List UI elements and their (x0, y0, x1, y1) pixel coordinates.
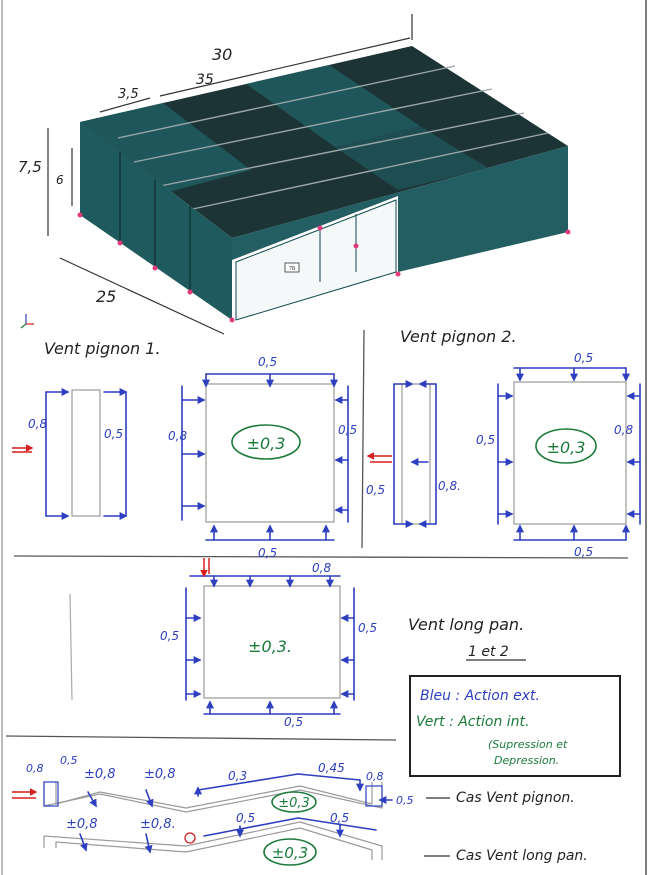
structure-3d-view: 78 7,5 6 25 30 35 3,5 (18, 14, 571, 335)
gable-1-plan-top-value: 0,5 (258, 355, 277, 369)
long-wall (232, 146, 568, 272)
dim-eave: 6 (56, 173, 64, 187)
long-plan-bottom-value: 0,5 (284, 715, 303, 729)
model-tag-text: 78 (289, 266, 295, 272)
gable-case-val-8: 0,5 (396, 794, 414, 807)
long-plan-right-value: 0,5 (358, 621, 377, 635)
gable-2-interior-value: ±0,3 (547, 438, 586, 457)
gable-case-val-1: 0,8 (26, 762, 44, 775)
gable-2-plan-right-value: 0,8 (614, 423, 633, 437)
long-pan-subtitle: 1 et 2 (468, 644, 509, 660)
section-long-case: ±0,8 ±0,8. 0,5 0,5 ±0,3 Cas Vent long pa… (43, 811, 588, 866)
dim-width: 25 (96, 287, 116, 306)
long-case-val-2: ±0,8. (140, 817, 176, 832)
gable-1-title: Vent pignon 1. (44, 339, 161, 358)
gable-2-section-right-value: 0,8. (438, 479, 461, 493)
long-plan-top-value: 0,8 (312, 561, 331, 575)
model-tag (284, 262, 300, 273)
gable-1-section-left-value: 0,8 (28, 417, 47, 431)
gable-1-plan-right-value: 0,5 (338, 423, 357, 437)
gable-2-panel: Vent pignon 2. 0,5 0,8. 0,5 0,5 0,8 (366, 327, 641, 559)
dim-length-2: 35 (196, 72, 214, 88)
long-case-label: Cas Vent long pan. (456, 848, 588, 864)
gable-2-plan-left-value: 0,5 (476, 433, 495, 447)
long-plan-left-value: 0,5 (160, 629, 179, 643)
long-case-val-3: 0,5 (236, 811, 255, 825)
legend-green-note-1: (Supression et (488, 738, 568, 751)
legend-box: Bleu : Action ext. Vert : Action int. (S… (409, 675, 621, 777)
gable-case-label: Cas Vent pignon. (456, 790, 575, 806)
dim-bay: 3,5 (118, 87, 139, 102)
legend-green-note-2: Depression. (494, 754, 559, 767)
gable-2-plan-top-value: 0,5 (574, 351, 593, 365)
gable-case-val-7: 0,8 (366, 770, 384, 783)
gable-1-section-right-value: 0,5 (104, 427, 123, 441)
dim-length: 30 (212, 45, 232, 64)
long-case-val-4: 0,5 (330, 811, 349, 825)
long-case-val-1: ±0,8 (66, 817, 98, 832)
roof-panel-light (246, 65, 420, 147)
gable-2-section-left-value: 0,5 (366, 483, 385, 497)
roof (80, 46, 568, 238)
dim-height: 7,5 (18, 158, 42, 176)
gable-1-plan-bottom-value: 0,5 (258, 546, 277, 560)
gable-case-val-5: 0,3 (228, 769, 247, 783)
gable-2-plan-bottom-value: 0,5 (574, 545, 593, 559)
gable-wall (80, 122, 232, 320)
gable-case-interior: ±0,3 (278, 796, 310, 811)
gable-case-val-3: ±0,8 (84, 767, 116, 782)
gable-case-val-4: ±0,8 (144, 767, 176, 782)
long-case-interior: ±0,3 (272, 844, 308, 862)
legend-blue: Bleu : Action ext. (420, 688, 540, 704)
roof-panel-light (80, 103, 251, 193)
gable-case-val-2: 0,5 (60, 754, 78, 767)
roof-panel-light (335, 126, 488, 190)
long-pan-panel: 0,8 0,5 0,5 0,5 ±0,3. Vent long pan. 1 e… (160, 558, 526, 729)
legend-green: Vert : Action int. (416, 714, 529, 730)
gable-1-plan-left-value: 0,8 (168, 429, 187, 443)
gable-2-title: Vent pignon 2. (400, 327, 517, 346)
long-pan-title: Vent long pan. (408, 615, 524, 634)
gable-case-val-6: 0,45 (318, 761, 345, 775)
axis-triad-icon (20, 314, 34, 329)
section-gable-case: 0,8 0,5 ±0,8 ±0,8 0,3 0,45 0,8 0,5 ±0,3 … (12, 754, 575, 813)
gable-1-panel: Vent pignon 1. 0,8 0,5 0,5 0,8 0,5 (12, 339, 357, 560)
long-interior-value: ±0,3. (248, 637, 292, 656)
gable-1-interior-value: ±0,3 (247, 434, 286, 453)
